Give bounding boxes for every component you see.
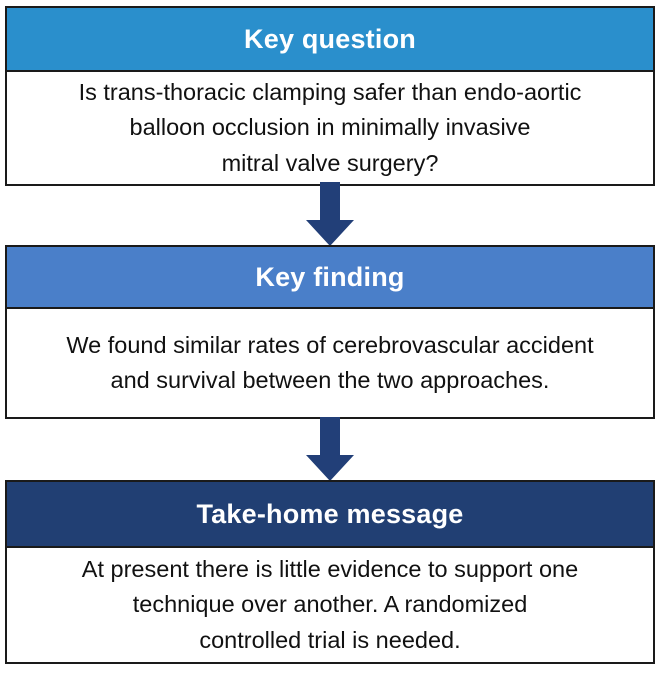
key-question-text: Is trans-thoracic clamping safer than en…	[7, 72, 653, 184]
down-arrow-icon	[306, 182, 354, 246]
take-home-message-text: At present there is little evidence to s…	[7, 548, 653, 662]
key-question-box: Key question Is trans-thoracic clamping …	[5, 6, 655, 186]
key-finding-text: We found similar rates of cerebrovascula…	[7, 309, 653, 417]
key-question-header: Key question	[7, 8, 653, 72]
key-finding-header: Key finding	[7, 247, 653, 309]
take-home-message-header: Take-home message	[7, 482, 653, 548]
down-arrow-icon	[306, 417, 354, 481]
take-home-message-box: Take-home message At present there is li…	[5, 480, 655, 664]
key-finding-box: Key finding We found similar rates of ce…	[5, 245, 655, 419]
